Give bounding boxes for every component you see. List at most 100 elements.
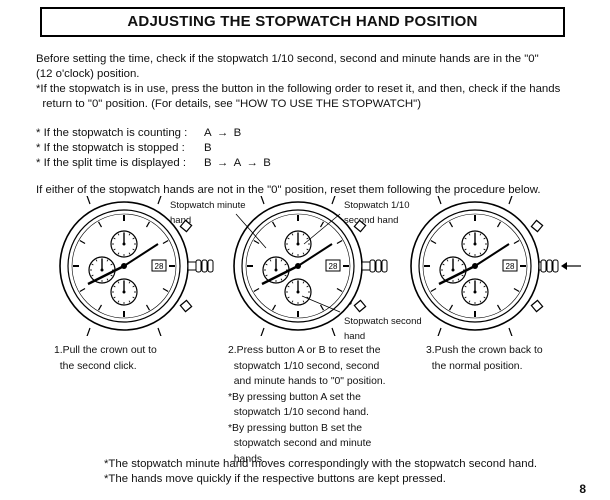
subdial-tick — [113, 248, 116, 251]
hour-marker — [79, 239, 86, 245]
arrow-right-icon: → — [216, 127, 229, 139]
subdial-pivot — [274, 268, 278, 272]
lug — [260, 196, 336, 205]
intro-line-2: (12 o'clock) position. — [36, 68, 140, 80]
center-pivot — [472, 263, 478, 269]
label-stopwatch-second-line2: hand — [344, 331, 366, 342]
label-stopwatch-minute-line1: Stopwatch minute — [170, 200, 246, 211]
hour-marker — [336, 239, 343, 245]
watch-illustration-push-crown: 28 — [410, 196, 581, 336]
subdial-pivot — [122, 290, 126, 294]
subdial-pivot — [122, 242, 126, 246]
subdial-tick — [132, 296, 135, 299]
step-line: stopwatch 1/10 second, second — [228, 360, 380, 372]
subdial-tick — [306, 296, 309, 299]
subdial-tick — [284, 263, 287, 266]
intro-line-1: Before setting the time, check if the st… — [36, 53, 539, 65]
condition-split: * If the split time is displayed : B→A→B — [36, 156, 271, 171]
date-text: 28 — [329, 262, 338, 271]
subdial-tick — [132, 248, 135, 251]
sequence: B — [204, 141, 212, 156]
intro-line-4: return to "0" position. (For details, se… — [36, 98, 421, 110]
hour-marker — [162, 287, 169, 293]
hour-marker — [448, 221, 454, 228]
subdial-tick — [265, 263, 268, 266]
subdial-tick — [113, 237, 116, 240]
leader-line — [235, 213, 267, 249]
subdial-tick — [302, 252, 305, 255]
page-title: ADJUSTING THE STOPWATCH HAND POSITION — [40, 7, 565, 37]
subdial-tick — [468, 252, 471, 255]
hour-marker — [448, 304, 454, 311]
subdial-tick — [446, 259, 449, 262]
subdial-tick — [464, 285, 467, 288]
hour-marker — [430, 287, 437, 293]
subdial-tick — [265, 274, 268, 277]
crown-icon — [546, 259, 553, 273]
crown-icon — [195, 259, 202, 273]
hour-marker — [513, 239, 520, 245]
lug — [86, 327, 162, 336]
hour-marker — [253, 287, 260, 293]
hour-marker — [336, 287, 343, 293]
subdial-tick — [468, 281, 471, 284]
subdial-tick — [117, 233, 120, 236]
subdial-tick — [117, 281, 120, 284]
leader-line — [303, 213, 341, 245]
sequence-button: B — [204, 142, 212, 154]
hour-marker — [162, 239, 169, 245]
watch-illustration-press-buttons: 28 — [233, 196, 388, 336]
subdial-tick — [464, 248, 467, 251]
sequence-button: A — [204, 127, 212, 139]
date-window — [151, 259, 167, 272]
hour-marker — [496, 304, 502, 311]
procedure-intro: If either of the stopwatch hands are not… — [36, 184, 541, 196]
subdial-tick — [128, 281, 131, 284]
subdial-tick — [306, 237, 309, 240]
watch-illustration-pull-crown: 28 — [59, 196, 214, 336]
subdial-tick — [280, 259, 283, 262]
crown-icon — [207, 259, 214, 273]
subdial-tick — [280, 278, 283, 281]
sequence-button: A — [233, 157, 242, 169]
date-window — [502, 259, 518, 272]
condition-label: * If the stopwatch is stopped : — [36, 142, 185, 154]
subdial-tick — [132, 237, 135, 240]
subdial-pivot — [296, 290, 300, 294]
subdial-tick — [464, 296, 467, 299]
minute-hand — [297, 243, 333, 267]
crown-icon — [201, 259, 208, 273]
watch-dial — [422, 213, 528, 319]
center-pivot — [295, 263, 301, 269]
step-line: 1.Pull the crown out to — [54, 345, 157, 356]
subdial-tick — [479, 233, 482, 236]
subdial-tick — [110, 274, 113, 277]
date-text: 28 — [506, 262, 515, 271]
sequence-button: B — [233, 127, 242, 139]
subdial-tick — [306, 285, 309, 288]
leader-line — [301, 295, 341, 313]
minute-hand — [474, 243, 510, 267]
arrow-right-icon: → — [246, 157, 258, 169]
subdial-tick — [128, 233, 131, 236]
crown-icon — [552, 259, 559, 273]
hour-marker — [271, 304, 277, 311]
page-number: 8 — [579, 482, 586, 496]
crown-icon — [540, 259, 547, 273]
label-stopwatch-tenth-line2: second hand — [344, 215, 399, 226]
sequence: A → B — [204, 126, 241, 141]
label-stopwatch-second-line1: Stopwatch second — [344, 316, 422, 327]
step-line: stopwatch second and minute — [228, 438, 372, 449]
subdial-tick — [113, 296, 116, 299]
subdial-tick — [91, 263, 94, 266]
sequence: B→A→B — [204, 156, 271, 171]
condition-label: * If the stopwatch is counting : — [36, 127, 188, 139]
pusher-b — [179, 299, 193, 313]
subdial-tick — [117, 252, 120, 255]
subdial-pivot — [473, 290, 477, 294]
minute-hand — [123, 243, 159, 267]
hour-marker — [253, 239, 260, 245]
condition-label: * If the split time is displayed : — [36, 157, 187, 169]
subdial-tick — [468, 300, 471, 303]
condition-stopped: * If the stopwatch is stopped : B — [36, 141, 212, 156]
